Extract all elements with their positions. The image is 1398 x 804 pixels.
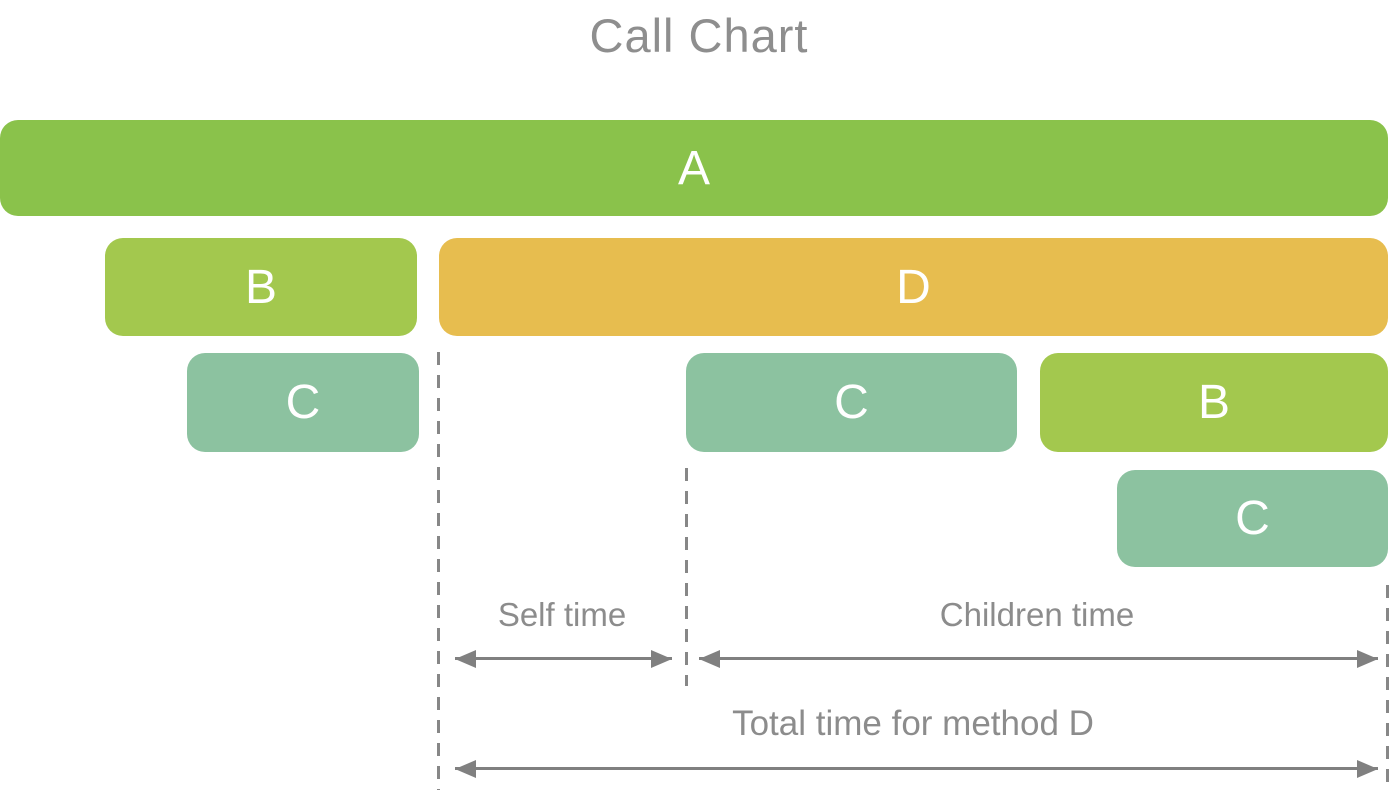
total-time-arrow bbox=[455, 767, 1378, 770]
call-bar-method-c: C bbox=[1117, 470, 1388, 567]
dashed-guide-line-d-end bbox=[1386, 585, 1389, 790]
call-bar-method-b: B bbox=[105, 238, 417, 336]
bar-label: C bbox=[1235, 492, 1270, 545]
bar-label: A bbox=[677, 141, 710, 195]
dashed-guide-line-d-start bbox=[437, 352, 440, 790]
call-bar-method-c: C bbox=[187, 353, 419, 452]
page-title: Call Chart bbox=[589, 9, 809, 62]
bar-label: B bbox=[244, 260, 277, 314]
bar-label: B bbox=[1197, 376, 1230, 429]
bar-label: D bbox=[896, 260, 931, 314]
self-time-arrow bbox=[455, 657, 672, 660]
bar-label: C bbox=[285, 376, 321, 429]
call-bar-method-d: D bbox=[439, 238, 1388, 336]
total-time-label: Total time for method D bbox=[732, 704, 1094, 743]
self-time-label: Self time bbox=[497, 596, 627, 633]
call-bar-method-b: B bbox=[1040, 353, 1388, 452]
children-time-arrow bbox=[699, 657, 1378, 660]
dashed-guide-line-children-start bbox=[685, 468, 688, 686]
bar-label: C bbox=[834, 376, 869, 429]
call-bar-method-c: C bbox=[686, 353, 1017, 452]
call-bar-method-a: A bbox=[0, 120, 1388, 216]
children-time-label: Children time bbox=[939, 596, 1135, 633]
